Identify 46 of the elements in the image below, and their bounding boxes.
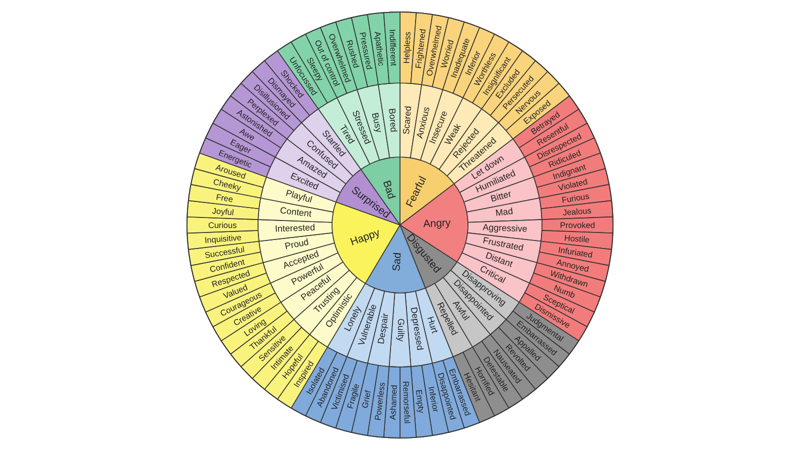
emotion-label: Inferior xyxy=(427,386,440,413)
emotion-label: Powerless xyxy=(373,382,386,421)
emotion-label: Apathetic xyxy=(374,31,386,66)
emotion-label: Cheeky xyxy=(212,177,242,192)
emotion-label: Jealous xyxy=(562,206,592,217)
emotion-label: Scared xyxy=(402,106,414,135)
emotion-label: Helpless xyxy=(402,32,412,64)
emotion-label: Curious xyxy=(208,220,237,230)
emotion-label: Free xyxy=(216,192,234,204)
emotion-label: Inquisitive xyxy=(204,233,242,244)
emotion-label: Angry xyxy=(423,218,451,230)
emotion-segment xyxy=(383,12,400,84)
emotion-label: Frightened xyxy=(414,28,427,69)
emotion-label: Hostile xyxy=(564,233,590,244)
emotion-label: Fragile xyxy=(346,382,360,410)
emotion-label: Proud xyxy=(284,238,310,252)
emotion-label: Remorseful xyxy=(402,381,412,424)
emotion-label: Sad xyxy=(391,252,404,272)
emotion-label: Despair xyxy=(377,312,391,345)
emotion-label: Hurt xyxy=(424,316,439,335)
emotion-label: Frustrated xyxy=(482,236,524,254)
emotion-label: Aggressive xyxy=(482,224,528,234)
emotion-label: Pressured xyxy=(358,31,374,70)
emotion-label: Confident xyxy=(208,257,246,274)
emotion-label: Annoyed xyxy=(556,258,590,274)
emotion-label: Grief xyxy=(360,390,372,409)
emotion-label: Bitter xyxy=(490,190,513,204)
emotion-label: Anxious xyxy=(416,106,432,140)
emotion-label: Indifferent xyxy=(388,29,398,66)
emotion-label: Mad xyxy=(495,207,514,218)
emotion-label: Violated xyxy=(557,177,588,192)
emotion-label: Interested xyxy=(274,224,316,234)
emotion-label: Happy xyxy=(349,227,382,248)
emotion-label: Bored xyxy=(386,108,398,133)
emotion-label: Ashamed xyxy=(388,384,398,420)
emotion-label: Guilty xyxy=(396,318,405,342)
emotion-label: Depressed xyxy=(408,306,424,351)
emotion-label: Content xyxy=(280,206,312,220)
emotion-label: Empty xyxy=(414,389,426,414)
emotion-label: Playful xyxy=(284,189,313,206)
emotion-label: Provoked xyxy=(560,220,596,230)
emotion-label: Busy xyxy=(369,112,383,134)
emotion-label: Infuriated xyxy=(558,245,594,259)
emotion-label: Joyful xyxy=(212,206,234,216)
emotion-label: Furious xyxy=(561,192,590,204)
emotion-label: Successful xyxy=(204,244,246,260)
